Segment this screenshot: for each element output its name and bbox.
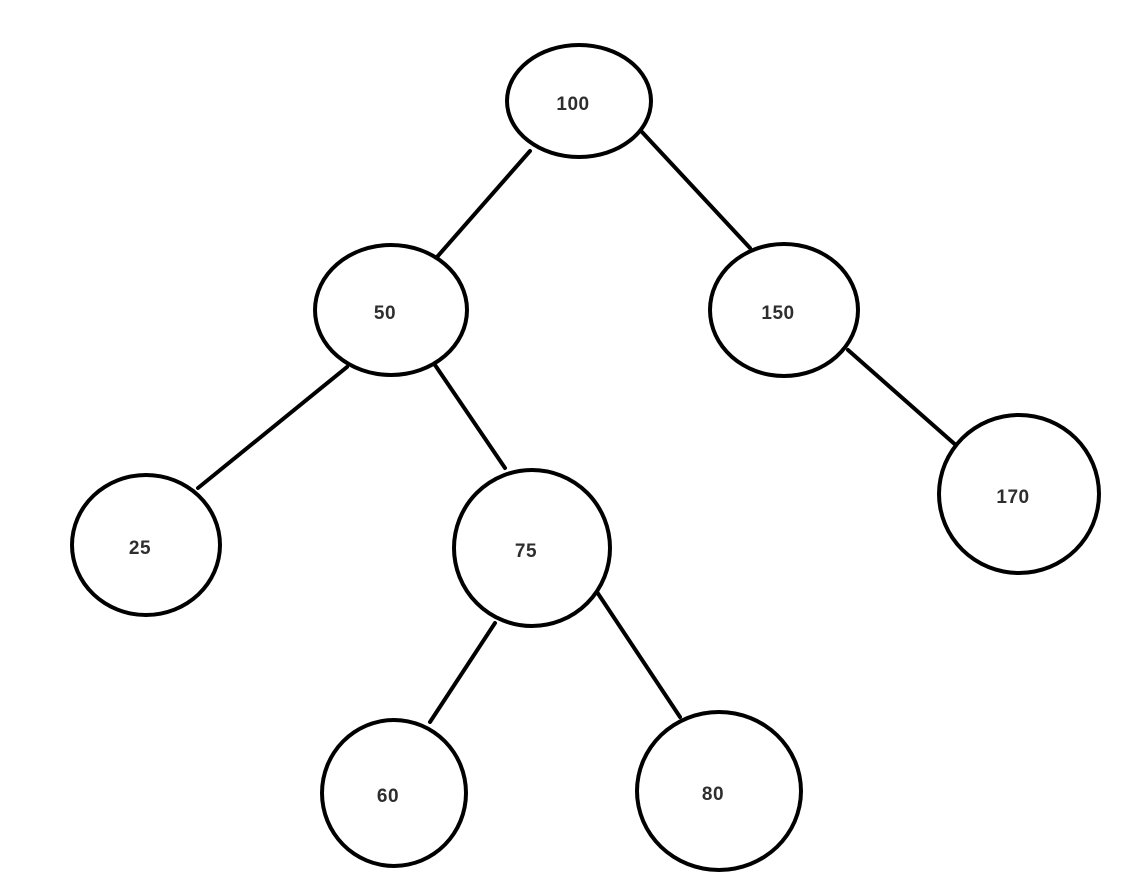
node-value: 60 xyxy=(376,786,400,807)
edge-100-150 xyxy=(640,130,752,250)
node-value: 25 xyxy=(128,538,152,559)
edge-100-50 xyxy=(435,149,532,259)
node-value: 170 xyxy=(996,487,1030,508)
tree-node-100: 100 xyxy=(505,43,653,159)
tree-node-75: 75 xyxy=(452,468,612,628)
node-value: 80 xyxy=(701,784,725,805)
edge-75-80 xyxy=(595,590,682,719)
tree-node-60: 60 xyxy=(320,718,468,868)
tree-node-150: 150 xyxy=(708,242,860,378)
node-value: 75 xyxy=(514,541,538,562)
edge-50-25 xyxy=(196,365,349,490)
node-value: 100 xyxy=(556,94,590,115)
edge-50-75 xyxy=(433,363,507,470)
tree-node-50: 50 xyxy=(313,243,469,377)
node-value: 50 xyxy=(373,303,397,324)
edge-75-60 xyxy=(428,621,497,724)
node-value: 150 xyxy=(761,303,795,324)
tree-node-80: 80 xyxy=(635,710,803,872)
tree-node-170: 170 xyxy=(937,413,1101,575)
tree-node-25: 25 xyxy=(70,473,222,617)
edge-150-170 xyxy=(846,348,960,449)
